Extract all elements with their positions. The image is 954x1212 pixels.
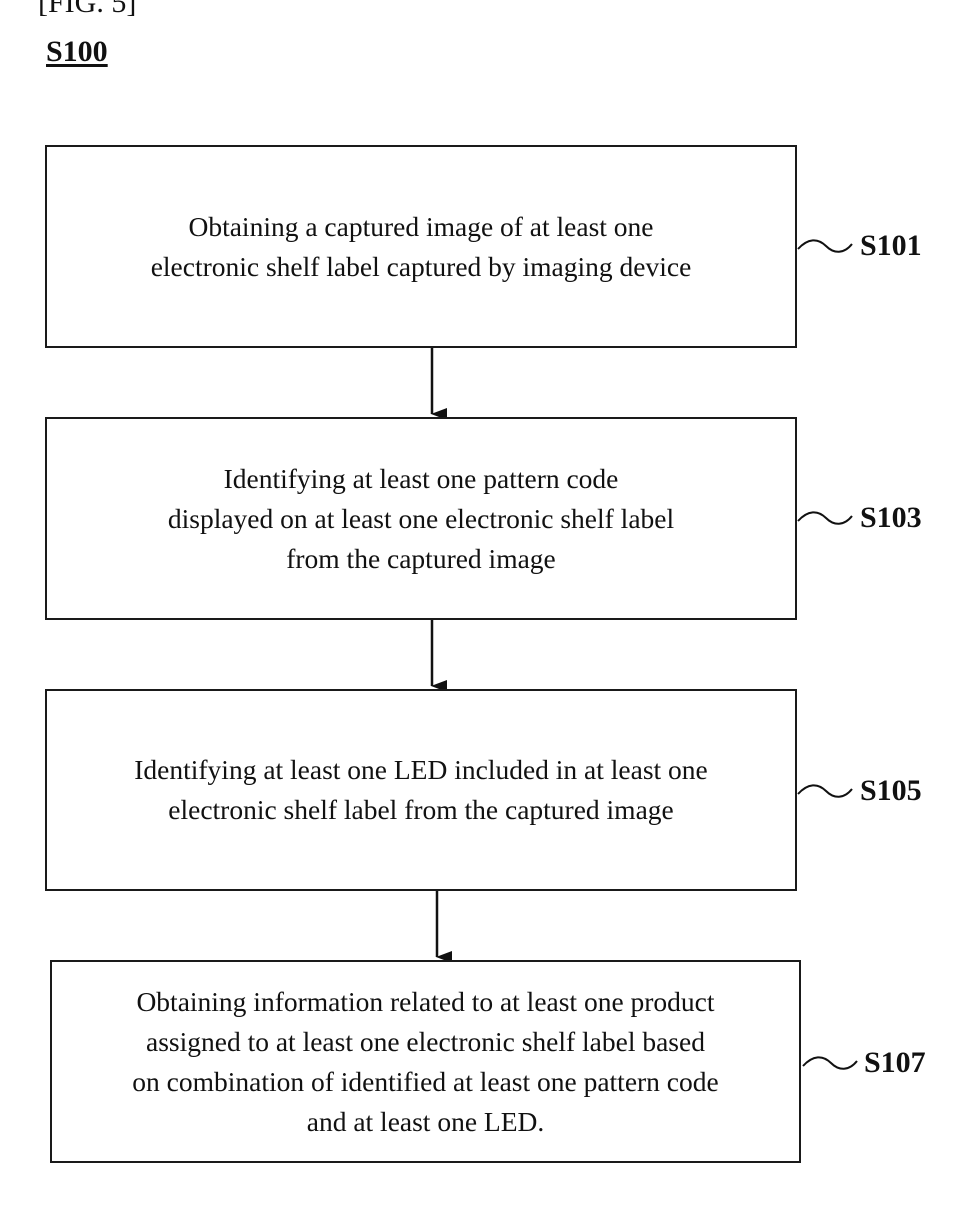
leader-line-s103 bbox=[798, 512, 852, 523]
step-text-s101: Obtaining a captured image of at least o… bbox=[133, 207, 710, 287]
step-line: electronic shelf label from the captured… bbox=[134, 790, 708, 830]
step-line: Obtaining information related to at leas… bbox=[132, 982, 718, 1022]
step-text-s105: Identifying at least one LED included in… bbox=[116, 750, 726, 830]
step-line: Identifying at least one LED included in… bbox=[134, 750, 708, 790]
step-tag-s103: S103 bbox=[860, 501, 922, 535]
step-box-s105: Identifying at least one LED included in… bbox=[45, 689, 797, 891]
step-line: from the captured image bbox=[168, 539, 674, 579]
step-text-s103: Identifying at least one pattern code di… bbox=[150, 459, 692, 579]
step-box-s107: Obtaining information related to at leas… bbox=[50, 960, 801, 1163]
leader-line-s105 bbox=[798, 785, 852, 796]
step-box-s103: Identifying at least one pattern code di… bbox=[45, 417, 797, 620]
leader-line-s107 bbox=[803, 1057, 857, 1068]
step-tag-s107: S107 bbox=[864, 1046, 926, 1080]
step-tag-s105: S105 bbox=[860, 774, 922, 808]
step-line: and at least one LED. bbox=[132, 1102, 718, 1142]
step-line: assigned to at least one electronic shel… bbox=[132, 1022, 718, 1062]
step-line: displayed on at least one electronic she… bbox=[168, 499, 674, 539]
leader-line-s101 bbox=[798, 240, 852, 251]
step-tag-s101: S101 bbox=[860, 229, 922, 263]
step-box-s101: Obtaining a captured image of at least o… bbox=[45, 145, 797, 348]
step-line: Identifying at least one pattern code bbox=[168, 459, 674, 499]
step-text-s107: Obtaining information related to at leas… bbox=[114, 982, 736, 1142]
step-line: Obtaining a captured image of at least o… bbox=[151, 207, 692, 247]
step-line: on combination of identified at least on… bbox=[132, 1062, 718, 1102]
step-line: electronic shelf label captured by imagi… bbox=[151, 247, 692, 287]
